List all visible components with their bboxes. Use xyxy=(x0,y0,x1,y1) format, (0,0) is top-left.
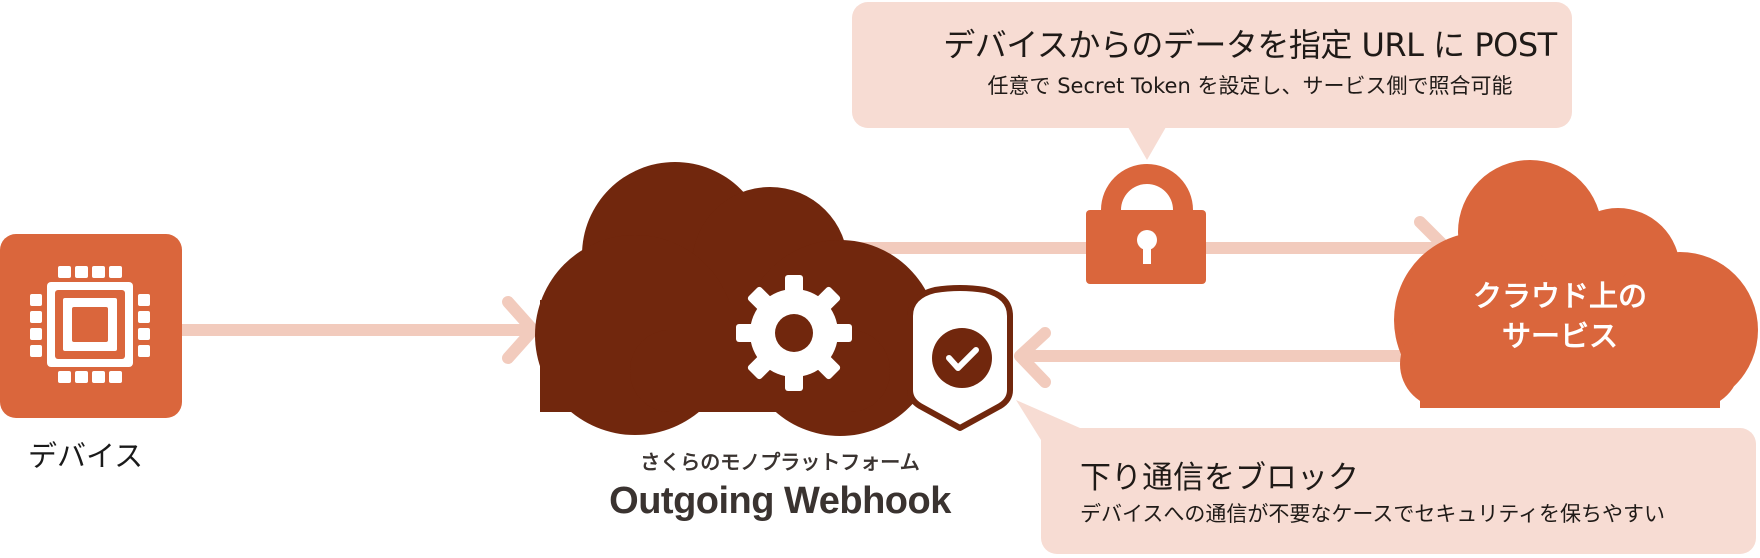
callout-bottom-title: 下り通信をブロック xyxy=(1080,460,1359,496)
device-label: デバイス xyxy=(28,439,144,473)
cloud-service-icon xyxy=(1394,160,1758,408)
platform-cloud-icon xyxy=(535,162,938,436)
cloud-service-label-line1: クラウド上の xyxy=(1472,279,1647,313)
callout-bottom-subtitle: デバイスへの通信が不要なケースでセキュリティを保ちやすい xyxy=(1080,502,1666,526)
platform-title: Outgoing Webhook xyxy=(609,480,951,522)
platform-subtitle: さくらのモノプラットフォーム xyxy=(640,450,920,474)
arrow-service-to-platform xyxy=(1014,327,1406,388)
padlock-icon xyxy=(1086,164,1206,284)
cloud-service-label: クラウド上の サービス xyxy=(1440,276,1680,356)
arrow-device-to-platform xyxy=(174,296,539,364)
gear-icon xyxy=(736,275,852,391)
shield-check-icon xyxy=(907,285,1013,431)
cpu-chip-icon xyxy=(0,234,182,418)
callout-top-bubble xyxy=(852,2,1572,160)
callout-bottom-bubble xyxy=(1016,400,1756,554)
callout-top-subtitle: 任意で Secret Token を設定し、サービス側で照合可能 xyxy=(987,74,1513,98)
cloud-service-label-line2: サービス xyxy=(1501,319,1618,353)
callout-top-title: デバイスからのデータを指定 URL に POST xyxy=(943,26,1557,64)
